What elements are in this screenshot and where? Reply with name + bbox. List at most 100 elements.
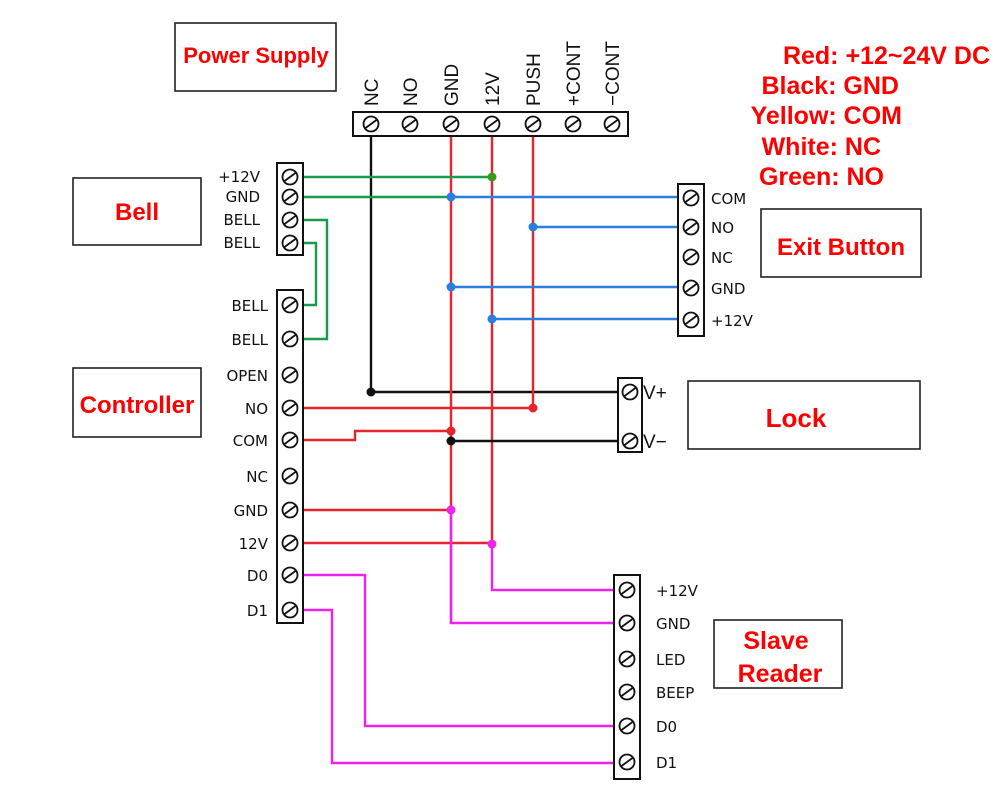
screw-slot xyxy=(444,119,458,129)
screw-slot xyxy=(283,538,297,548)
screw-slot xyxy=(684,315,698,325)
wire-bell-bell2-to-controller-bell1 xyxy=(303,241,318,307)
pin-label: +12V xyxy=(711,312,754,330)
lock: V+V− Lock xyxy=(617,377,921,453)
wire-controller-d0-to-reader-d0 xyxy=(303,573,614,728)
pin-label: V+ xyxy=(643,383,667,404)
controller-label-box xyxy=(72,367,202,438)
slave-reader-terminal-block xyxy=(613,574,641,780)
pin-label: +12V xyxy=(218,168,261,186)
screw-slot xyxy=(526,119,540,129)
screw-slot xyxy=(283,172,297,182)
pin-label: V− xyxy=(643,432,667,453)
pin-label: NO xyxy=(245,400,268,418)
pin-label: 12V xyxy=(239,535,269,553)
pin-label: BELL xyxy=(232,331,269,349)
pin-label: PUSH xyxy=(524,53,545,106)
pin-label: BELL xyxy=(224,211,261,229)
junction-dot xyxy=(446,505,456,515)
junction-dot xyxy=(446,426,456,436)
junction-dot xyxy=(446,282,456,292)
slave-reader-title-line1: Slave xyxy=(743,627,808,655)
screw-slot xyxy=(364,119,378,129)
junctions xyxy=(366,172,538,549)
screw-slot xyxy=(620,687,634,697)
screw-slot xyxy=(620,654,634,664)
junction-dot xyxy=(446,436,456,446)
legend-item: Yellow: COM xyxy=(751,102,902,130)
screw-slot xyxy=(283,215,297,225)
pin-label: GND xyxy=(226,188,260,206)
pin-label: COM xyxy=(233,432,268,450)
wire-controller-com-to-ps-gnd xyxy=(303,429,451,442)
screw-slot xyxy=(684,252,698,262)
screw-slot xyxy=(620,585,634,595)
pin-label: 12V xyxy=(483,72,504,106)
pin-label: NC xyxy=(362,79,383,106)
screw-slot xyxy=(605,119,619,129)
bell: Bell +12V GND BELL BELL xyxy=(72,162,304,256)
screw-slot xyxy=(623,436,637,446)
pin-label: D0 xyxy=(247,567,268,585)
lock-label-box xyxy=(687,380,921,450)
slave-reader-label-box xyxy=(713,619,843,689)
pin-label: BEEP xyxy=(656,684,694,702)
junction-dot xyxy=(487,172,497,182)
screw-slot xyxy=(283,505,297,515)
screw-slot xyxy=(623,387,637,397)
screw-slot xyxy=(620,757,634,767)
screw-slot xyxy=(684,193,698,203)
junction-dot xyxy=(366,387,376,397)
junction-dot xyxy=(487,539,497,549)
power-supply-title: Power Supply xyxy=(183,43,329,68)
pin-label: GND xyxy=(711,280,745,298)
pin-label: GND xyxy=(656,615,690,633)
screw-slot xyxy=(283,605,297,615)
slave-reader-title-line2: Reader xyxy=(738,660,823,688)
screw-slot xyxy=(283,238,297,248)
screw-slot xyxy=(283,403,297,413)
legend-item: Black: GND xyxy=(761,72,899,100)
bell-label-box xyxy=(72,177,202,246)
screw-slot xyxy=(620,721,634,731)
pin-label: COM xyxy=(711,190,746,208)
legend-item: White: NC xyxy=(762,133,881,161)
pin-label: NO xyxy=(711,219,734,237)
junction-dot xyxy=(528,403,538,413)
pin-label: NC xyxy=(711,249,733,267)
exit-button-title: Exit Button xyxy=(777,234,905,261)
exit-button: COM NO NC GND +12V Exit Button xyxy=(677,183,922,337)
pin-label: BELL xyxy=(224,234,261,252)
junction-dot xyxy=(446,192,456,202)
wire-ps-12v-to-reader-12v xyxy=(490,544,614,592)
legend-item: Red: +12~24V DC xyxy=(783,42,990,70)
screw-slot xyxy=(283,570,297,580)
screw-slot xyxy=(283,435,297,445)
bell-title: Bell xyxy=(115,199,159,226)
power-supply-label-box xyxy=(174,22,337,92)
screw-slot xyxy=(566,119,580,129)
pin-label: NC xyxy=(246,468,268,486)
pin-label: GND xyxy=(442,64,463,106)
pin-label: LED xyxy=(656,651,685,669)
screw-slot xyxy=(485,119,499,129)
legend-item: Green: NO xyxy=(759,163,884,191)
screw-slot xyxy=(283,192,297,202)
pin-label: D1 xyxy=(247,602,268,620)
pin-label: D0 xyxy=(656,718,677,736)
screw-slot xyxy=(283,471,297,481)
screw-slot xyxy=(620,618,634,628)
pin-label: D1 xyxy=(656,754,677,772)
pin-label: +12V xyxy=(656,582,699,600)
junction-dot xyxy=(487,314,497,324)
controller-title: Controller xyxy=(80,392,195,419)
pin-label: +CONT xyxy=(564,41,585,106)
screw-slot xyxy=(283,370,297,380)
wire-bell-bell1-to-controller-bell2 xyxy=(303,218,329,341)
wire-controller-d1-to-reader-d1 xyxy=(303,608,614,765)
pin-label: NO xyxy=(401,78,422,107)
screw-slot xyxy=(403,119,417,129)
